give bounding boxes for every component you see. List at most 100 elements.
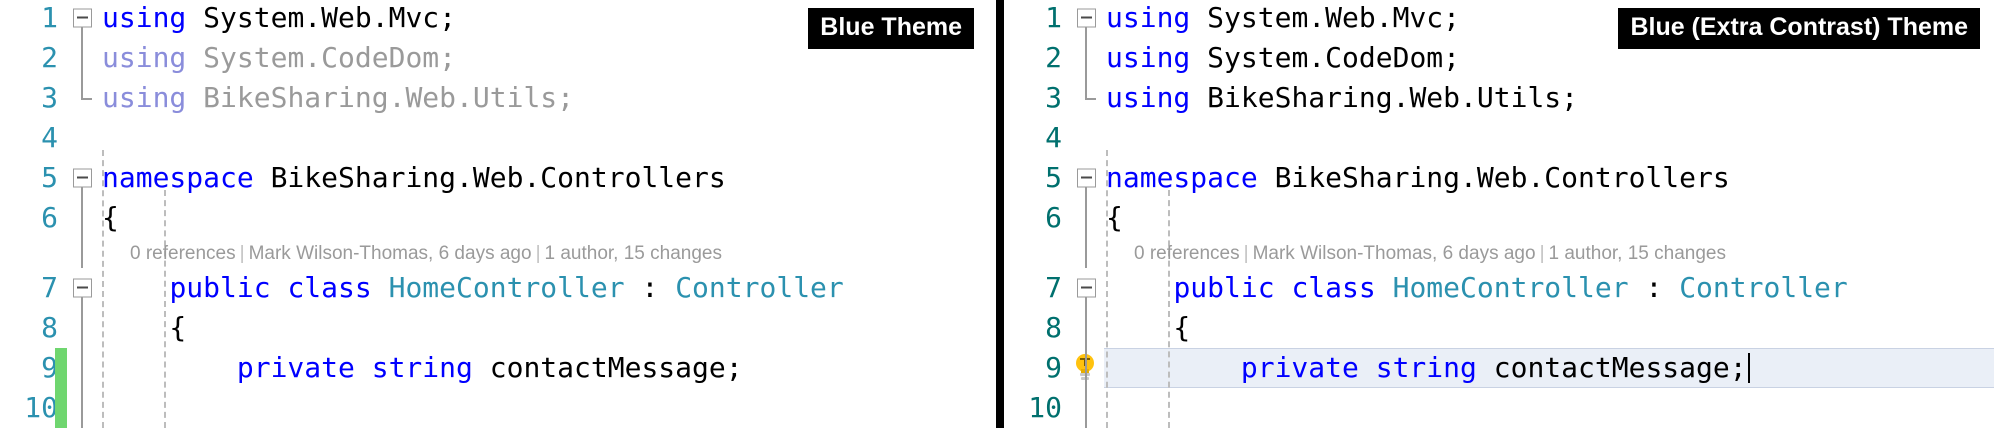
line-number-gutter[interactable]: 2 — [0, 38, 62, 78]
code-line-row[interactable]: 8 { — [0, 308, 996, 348]
code-text[interactable]: { — [102, 308, 996, 348]
code-text[interactable]: public class HomeController : Controller — [1106, 268, 1994, 308]
code-line-row[interactable]: 10 — [0, 388, 996, 428]
code-text[interactable]: { — [1106, 198, 1994, 238]
line-number-gutter[interactable]: 10 — [0, 388, 62, 428]
outlining-column[interactable] — [1066, 198, 1106, 238]
codelens-item[interactable]: Mark Wilson-Thomas, 6 days ago — [1252, 242, 1536, 264]
code-text[interactable]: namespace BikeSharing.Web.Controllers — [1106, 158, 1994, 198]
line-number-gutter[interactable]: 1 — [1004, 0, 1066, 38]
codelens-item[interactable]: 1 author, 15 changes — [1548, 242, 1726, 264]
line-number-gutter[interactable] — [0, 238, 62, 268]
codelens-item[interactable]: 1 author, 15 changes — [544, 242, 722, 264]
line-number-gutter[interactable]: 9 — [1004, 348, 1094, 388]
code-line-row[interactable]: 5 namespace BikeSharing.Web.Controllers — [1004, 158, 1994, 198]
outlining-column[interactable] — [1066, 118, 1106, 158]
code-line-row[interactable]: 7 public class HomeController : Controll… — [0, 268, 996, 308]
code-text[interactable] — [102, 118, 996, 158]
codelens-text[interactable]: 0 references|Mark Wilson-Thomas, 6 days … — [1106, 238, 1994, 268]
code-line-row[interactable]: 4 — [1004, 118, 1994, 158]
outlining-column[interactable] — [62, 238, 102, 268]
collapse-toggle-icon[interactable] — [73, 8, 92, 28]
line-number-gutter[interactable]: 6 — [0, 198, 62, 238]
code-text[interactable]: using BikeSharing.Web.Utils; — [102, 78, 996, 118]
outlining-column[interactable] — [62, 0, 102, 38]
code-line-row[interactable]: 2 using System.CodeDom; — [0, 38, 996, 78]
line-number-gutter[interactable]: 10 — [1004, 388, 1066, 428]
line-number-gutter[interactable] — [1004, 238, 1066, 268]
line-number-gutter[interactable]: 8 — [1004, 308, 1066, 348]
code-text[interactable] — [1106, 388, 1994, 428]
outlining-column[interactable] — [1066, 388, 1106, 428]
code-text[interactable]: private string contactMessage; — [1106, 348, 1994, 388]
code-text[interactable]: { — [1106, 308, 1994, 348]
outlining-column[interactable] — [1066, 78, 1106, 118]
outlining-column[interactable] — [1066, 158, 1106, 198]
line-number-gutter[interactable]: 1 — [0, 0, 62, 38]
collapse-toggle-icon[interactable] — [73, 168, 92, 188]
code-line-row[interactable]: 1 using System.Web.Mvc; — [1004, 0, 1994, 38]
outlining-column[interactable] — [62, 158, 102, 198]
outlining-column[interactable] — [1066, 268, 1106, 308]
outlining-column[interactable] — [1066, 0, 1106, 38]
code-line-row[interactable]: 2 using System.CodeDom; — [1004, 38, 1994, 78]
collapse-toggle-icon[interactable] — [1077, 8, 1096, 28]
line-number-gutter[interactable]: 5 — [0, 158, 62, 198]
codelens-item[interactable]: 0 references — [1134, 242, 1240, 264]
code-text[interactable] — [102, 388, 996, 428]
code-text[interactable]: using System.CodeDom; — [1106, 38, 1994, 78]
collapse-toggle-icon[interactable] — [73, 278, 92, 298]
outlining-column[interactable] — [62, 308, 102, 348]
code-text[interactable]: using System.CodeDom; — [102, 38, 996, 78]
code-line-row[interactable]: 9 private string contactMessage; — [1004, 348, 1994, 388]
codelens-row[interactable]: 0 references|Mark Wilson-Thomas, 6 days … — [0, 238, 996, 268]
codelens-item[interactable]: 0 references — [130, 242, 236, 264]
outlining-column[interactable] — [1066, 308, 1106, 348]
line-number-gutter[interactable]: 9 — [0, 348, 62, 388]
line-number-gutter[interactable]: 3 — [0, 78, 62, 118]
code-text[interactable]: { — [102, 198, 996, 238]
codelens-row[interactable]: 0 references|Mark Wilson-Thomas, 6 days … — [1004, 238, 1994, 268]
code-text[interactable]: using System.Web.Mvc; — [102, 0, 996, 38]
code-editor-right[interactable]: 1 using System.Web.Mvc; 2 using System.Code… — [1004, 0, 1994, 428]
code-editor-left[interactable]: 1 using System.Web.Mvc; 2 using System.Code… — [0, 0, 996, 428]
collapse-toggle-icon[interactable] — [1077, 278, 1096, 298]
outlining-column[interactable] — [1066, 238, 1106, 268]
outlining-column[interactable] — [62, 348, 102, 388]
line-number-gutter[interactable]: 7 — [1004, 268, 1066, 308]
code-text[interactable]: namespace BikeSharing.Web.Controllers — [102, 158, 996, 198]
code-text[interactable]: public class HomeController : Controller — [102, 268, 996, 308]
outlining-column[interactable] — [62, 78, 102, 118]
codelens-text[interactable]: 0 references|Mark Wilson-Thomas, 6 days … — [102, 238, 996, 268]
code-line-row[interactable]: 3 using BikeSharing.Web.Utils; — [1004, 78, 1994, 118]
line-number-gutter[interactable]: 3 — [1004, 78, 1066, 118]
outlining-column[interactable] — [1066, 38, 1106, 78]
line-number-gutter[interactable]: 5 — [1004, 158, 1066, 198]
code-text[interactable]: using BikeSharing.Web.Utils; — [1106, 78, 1994, 118]
code-line-row[interactable]: 9 private string contactMessage; — [0, 348, 996, 388]
collapse-toggle-icon[interactable] — [1077, 168, 1096, 188]
codelens-item[interactable]: Mark Wilson-Thomas, 6 days ago — [248, 242, 532, 264]
line-number-gutter[interactable]: 2 — [1004, 38, 1066, 78]
code-line-row[interactable]: 1 using System.Web.Mvc; — [0, 0, 996, 38]
code-text[interactable]: using System.Web.Mvc; — [1106, 0, 1994, 38]
outlining-column[interactable] — [62, 198, 102, 238]
code-line-row[interactable]: 10 — [1004, 388, 1994, 428]
code-line-row[interactable]: 6{ — [1004, 198, 1994, 238]
outlining-column[interactable] — [62, 38, 102, 78]
code-line-row[interactable]: 3 using BikeSharing.Web.Utils; — [0, 78, 996, 118]
line-number-gutter[interactable]: 6 — [1004, 198, 1066, 238]
line-number-gutter[interactable]: 8 — [0, 308, 62, 348]
code-line-row[interactable]: 7 public class HomeController : Controll… — [1004, 268, 1994, 308]
code-text[interactable] — [1106, 118, 1994, 158]
outlining-column[interactable] — [62, 118, 102, 158]
code-text[interactable]: private string contactMessage; — [102, 348, 996, 388]
code-line-row[interactable]: 4 — [0, 118, 996, 158]
outlining-column[interactable] — [62, 268, 102, 308]
code-line-row[interactable]: 5 namespace BikeSharing.Web.Controllers — [0, 158, 996, 198]
code-line-row[interactable]: 8 { — [1004, 308, 1994, 348]
code-line-row[interactable]: 6{ — [0, 198, 996, 238]
outlining-column[interactable] — [1066, 348, 1106, 388]
line-number-gutter[interactable]: 4 — [1004, 118, 1066, 158]
line-number-gutter[interactable]: 4 — [0, 118, 62, 158]
